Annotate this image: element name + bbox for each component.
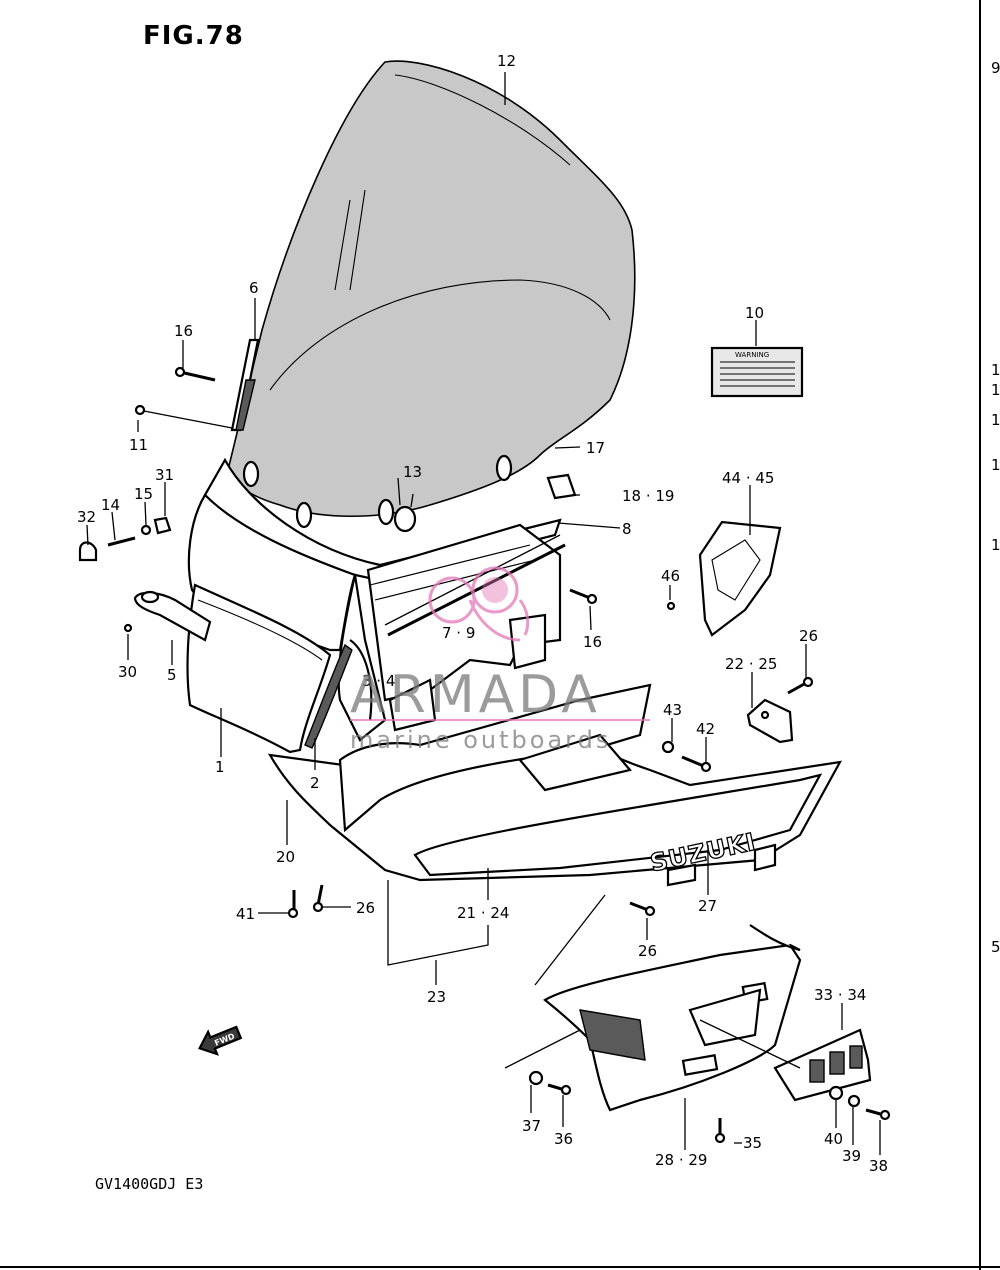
callout-label: 21 · 24 xyxy=(457,904,509,922)
warning-label: WARNING xyxy=(710,346,804,398)
callout-label: 43 xyxy=(663,701,682,719)
callout-label: 42 xyxy=(696,720,715,738)
callout-label: 14 xyxy=(101,496,120,514)
edge-mark: 9 xyxy=(991,59,1000,77)
windscreen xyxy=(227,60,636,529)
callout-label: 46 xyxy=(661,567,680,585)
callout-label: 36 xyxy=(554,1130,573,1148)
upper-fairing xyxy=(186,457,562,754)
callout-label: 2 xyxy=(310,774,320,792)
callout-label: 20 xyxy=(276,848,295,866)
model-code: GV1400GDJ E3 xyxy=(95,1175,203,1193)
leader-lines xyxy=(86,72,881,1155)
watermark: ARMADA marine outboards xyxy=(350,566,650,754)
edge-mark: 1 xyxy=(991,411,1000,429)
callout-label: 1 xyxy=(215,758,225,776)
callout-label: 28 · 29 xyxy=(655,1151,707,1169)
inner-panel xyxy=(366,523,566,732)
bracket-plate xyxy=(746,698,794,744)
callout-label: 33 · 34 xyxy=(814,986,866,1004)
callout-label: 12 xyxy=(497,52,516,70)
callout-label: 11 xyxy=(129,436,148,454)
callout-label: 41 xyxy=(236,905,255,923)
callout-label: 38 xyxy=(869,1157,888,1175)
edge-mark: 1 xyxy=(991,361,1000,379)
callout-label: 26 xyxy=(356,899,375,917)
callout-label: 32 xyxy=(77,508,96,526)
callout-label: 17 xyxy=(586,439,605,457)
watermark-tagline: marine outboards xyxy=(350,726,611,754)
callout-label: 26 xyxy=(799,627,818,645)
figure-title: FIG.78 xyxy=(143,21,244,51)
edge-mark: 1 xyxy=(991,536,1000,554)
callout-label: 30 xyxy=(118,663,137,681)
callout-label: 15 xyxy=(134,485,153,503)
lower-cowl: SUZUKI xyxy=(267,683,843,887)
edge-mark: 1 xyxy=(991,381,1000,399)
callouts: 12 6 16 11 31 14 15 32 30 5 1 2 20 41 26… xyxy=(77,52,888,1175)
callout-label: 35 xyxy=(743,1134,762,1152)
callout-label: 31 xyxy=(155,466,174,484)
callout-label: 8 xyxy=(622,520,632,538)
watermark-logo-icon xyxy=(428,566,530,642)
callout-label: 7 · 9 xyxy=(442,624,475,642)
callout-label: 39 xyxy=(842,1147,861,1165)
callout-label: 37 xyxy=(522,1117,541,1135)
callout-label: 40 xyxy=(824,1130,843,1148)
callout-label: 18 · 19 xyxy=(622,487,674,505)
callout-label: 13 xyxy=(403,463,422,481)
callout-label: 23 xyxy=(427,988,446,1006)
lower-side-panel xyxy=(543,924,802,1112)
edge-mark: 5 xyxy=(991,938,1000,956)
warning-label-text: WARNING xyxy=(735,351,769,359)
callout-label: 22 · 25 xyxy=(725,655,777,673)
callout-label: 16 xyxy=(174,322,193,340)
callout-label: 27 xyxy=(698,897,717,915)
edge-mark: 1 xyxy=(991,456,1000,474)
callout-label: 10 xyxy=(745,304,764,322)
callout-label: 6 xyxy=(249,279,259,297)
watermark-brand: ARMADA xyxy=(350,665,601,725)
side-bracket xyxy=(698,520,782,637)
callout-label: 5 xyxy=(167,666,177,684)
hardware xyxy=(78,366,891,1144)
callout-label: 44 · 45 xyxy=(722,469,774,487)
callout-label: 16 xyxy=(583,633,602,651)
callout-label: 26 xyxy=(638,942,657,960)
callout-label: 3 · 4 xyxy=(362,672,395,690)
fwd-arrow: FWD xyxy=(198,1025,243,1056)
vent-cover xyxy=(773,1028,872,1102)
